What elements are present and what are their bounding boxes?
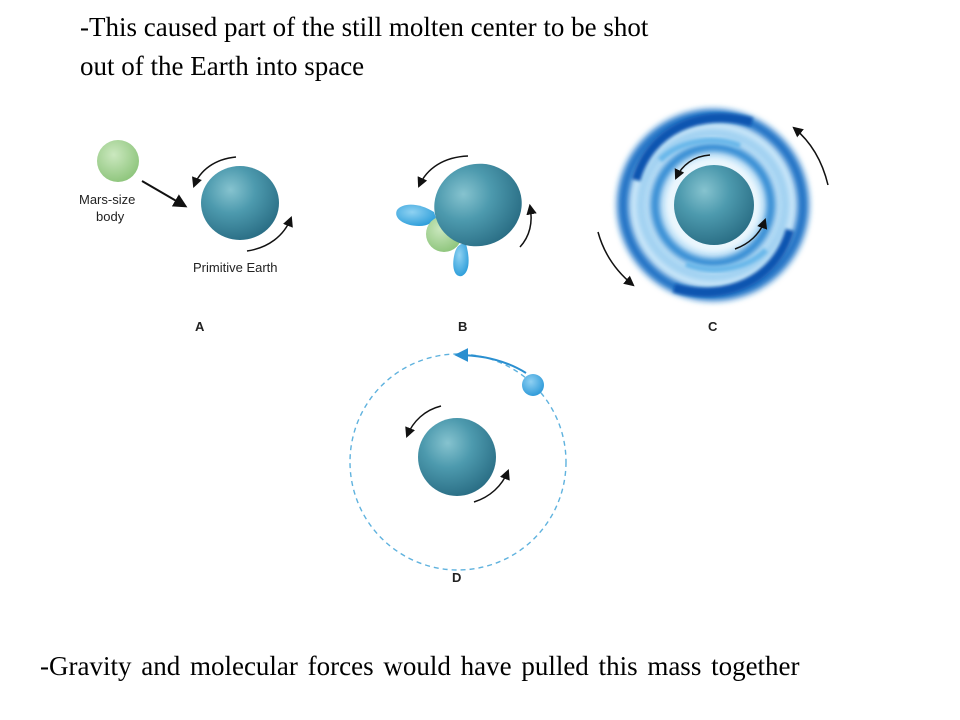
top-caption-line-1: -This caused part of the still molten ce… (80, 12, 649, 42)
panel-d-letter: D (452, 570, 461, 585)
ejecta-blob-left (396, 204, 436, 226)
earth-final (418, 418, 496, 496)
mars-size-body (97, 140, 139, 182)
orbit-direction-arrow (454, 348, 527, 374)
top-caption: -This caused part of the still molten ce… (80, 8, 648, 86)
panel-a: Mars-size body Primitive Earth A (79, 140, 293, 334)
mars-size-label-line-1: Mars-size (79, 192, 135, 207)
impact-arrow (141, 180, 188, 208)
impacted-earth (434, 163, 522, 247)
mars-size-label-line-2: body (96, 209, 125, 224)
panel-a-letter: A (195, 319, 205, 334)
rotation-arrow-outer-right (792, 126, 829, 186)
panel-b-letter: B (458, 319, 467, 334)
panel-c-letter: C (708, 319, 718, 334)
moon (522, 374, 544, 396)
rotation-arrow-top-b (417, 155, 469, 188)
rotation-arrow-inner-top (674, 154, 711, 180)
ejecta-blob-bottom (453, 243, 469, 277)
rotation-arrow-right-b (519, 203, 537, 248)
rotation-arrow-top (192, 156, 237, 188)
primitive-earth (201, 166, 279, 240)
earth-in-disk (674, 165, 754, 245)
bottom-caption: -Gravity and molecular forces would have… (40, 651, 800, 681)
rotation-arrow-outer-left (597, 231, 635, 287)
rotation-arrow-bottom-d (473, 469, 510, 503)
panel-d: D (349, 348, 567, 585)
rotation-arrow-inner-bottom (734, 218, 768, 250)
primitive-earth-label: Primitive Earth (193, 260, 278, 275)
top-caption-line-2: out of the Earth into space (80, 51, 365, 81)
rotation-arrow-bottom (246, 216, 293, 252)
rotation-arrow-top-d (405, 405, 442, 438)
panel-b: B (396, 155, 537, 334)
panel-c: C (597, 109, 829, 334)
